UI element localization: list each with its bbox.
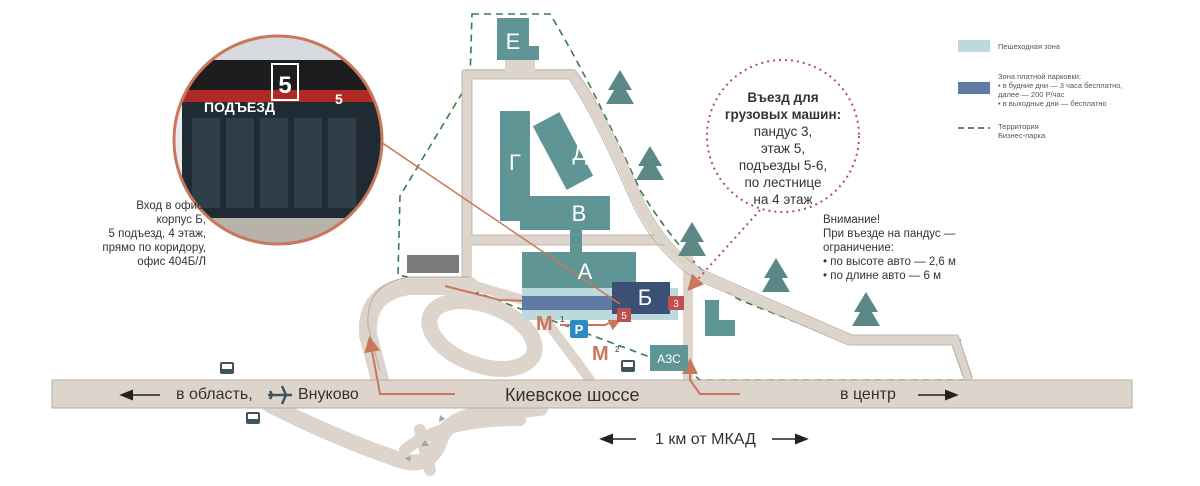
building-d <box>532 112 594 190</box>
roundabout-details <box>405 415 445 462</box>
to-center-label: в центр <box>840 386 896 403</box>
building-g-label: Г <box>509 150 521 175</box>
truck-entry-circle <box>706 59 860 213</box>
tree-icon <box>636 146 664 180</box>
tree-icon <box>762 258 790 292</box>
tree-icon <box>606 70 634 104</box>
trees <box>606 70 880 326</box>
building-v <box>520 196 610 230</box>
building-b-label: Б <box>638 285 652 310</box>
entrance-5-marker <box>617 308 631 322</box>
to-region-label: в область, <box>176 386 253 403</box>
ramp-warning-text: Внимание! При въезде на пандус — огранич… <box>823 214 956 282</box>
truck-entry-text: Въезд для грузовых машин: пандус 3, этаж… <box>724 90 842 207</box>
legend-parking-swatch <box>958 82 990 94</box>
metro-icon: М <box>592 343 609 365</box>
bus-stop-icon <box>621 360 635 372</box>
distance-label: 1 км от МКАД <box>655 431 756 448</box>
gas-station <box>650 345 688 371</box>
legend-pedestrian-swatch <box>958 40 990 52</box>
entrance-5-label: 5 <box>621 311 627 322</box>
parking-sign-icon <box>570 320 588 338</box>
building-a-label: А <box>578 259 593 284</box>
ramp-3-label: 3 <box>673 299 679 310</box>
building-v-label: В <box>572 201 587 226</box>
tree-icon <box>678 222 706 256</box>
interchange <box>262 276 548 476</box>
metro-icon: М <box>536 313 553 335</box>
svg-text:P: P <box>575 322 584 337</box>
building-d-label: Д <box>573 140 588 165</box>
photo-connector <box>377 139 621 305</box>
svg-text:2: 2 <box>615 345 620 354</box>
paid-parking-zone <box>522 296 622 310</box>
photo-sign-text: ПОДЪЕЗД <box>204 99 275 115</box>
highway-label: Киевское шоссе <box>505 385 640 405</box>
bus-stop-icon <box>220 362 234 374</box>
airport-label: Внуково <box>298 386 359 403</box>
building-e-label: Е <box>506 29 521 54</box>
photo-small-number: 5 <box>335 91 343 107</box>
bus-stop-icon <box>246 412 260 424</box>
grey-block <box>407 255 459 273</box>
photo-sign-number: 5 <box>278 72 291 99</box>
airplane-icon <box>268 385 292 405</box>
office-entry-text: Вход в офис: корпус Б, 5 подъезд, 4 этаж… <box>102 200 206 268</box>
svg-text:1: 1 <box>560 315 565 324</box>
buildings <box>407 18 735 371</box>
ramp-3-marker <box>668 296 684 310</box>
campus-road-edges <box>461 69 973 379</box>
gas-station-label: АЗС <box>657 352 681 366</box>
tree-icon <box>852 292 880 326</box>
